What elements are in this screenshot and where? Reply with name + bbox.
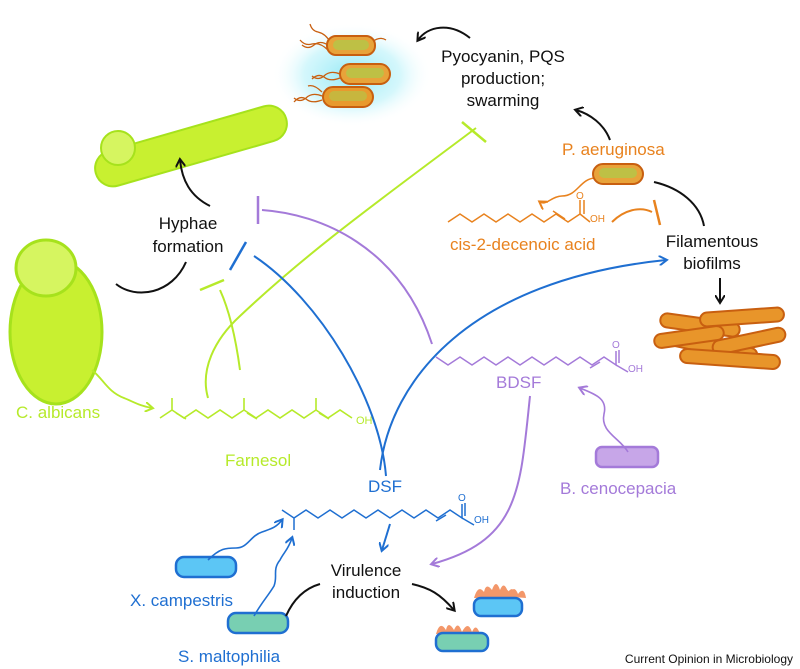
bdsf-oh: OH bbox=[628, 364, 643, 375]
arrow-dsf-to-filamentous bbox=[379, 260, 666, 471]
bdsf-label: BDSF bbox=[496, 373, 541, 392]
arrow-yeast-to-farnesol bbox=[91, 369, 152, 408]
farnesol-label: Farnesol bbox=[225, 451, 291, 470]
x-campestris-cell-icon bbox=[174, 520, 282, 579]
hyphae-label-line1: Hyphae bbox=[159, 214, 218, 233]
biofilm-rods-icon bbox=[653, 306, 787, 370]
virulence-label-line1: Virulence bbox=[331, 561, 402, 580]
dsf-structure bbox=[281, 503, 475, 530]
arrow-bdsf-to-virulence bbox=[432, 395, 531, 564]
farnesol-structure bbox=[159, 398, 353, 420]
arrow-pa-to-pyocyanin bbox=[576, 110, 611, 141]
p-aeruginosa-cell-icon bbox=[540, 163, 644, 203]
flaming-bacteria-icon bbox=[434, 584, 526, 653]
rod-bacteria-cluster-icon bbox=[272, 23, 432, 127]
arrow-pyocyanin-to-cluster bbox=[418, 26, 471, 40]
bdsf-structure bbox=[435, 350, 629, 373]
s-maltophilia-label: S. maltophilia bbox=[178, 647, 281, 666]
farnesol-oh: OH bbox=[356, 415, 373, 427]
virulence-label-line2: induction bbox=[332, 583, 400, 602]
dsf-o: O bbox=[458, 493, 466, 504]
yeast-cell-icon bbox=[8, 238, 104, 406]
c-albicans-label: C. albicans bbox=[16, 403, 100, 422]
pyocyanin-label-line3: swarming bbox=[467, 91, 540, 110]
arrow-dsf-to-virulence bbox=[382, 523, 391, 550]
p-aeruginosa-label: P. aeruginosa bbox=[562, 140, 665, 159]
dsf-oh: OH bbox=[474, 515, 489, 526]
arrow-hyphae-to-hypha bbox=[180, 160, 211, 207]
hyphae-label-line2: formation bbox=[153, 237, 224, 256]
arrow-virulence-to-flaming bbox=[411, 583, 454, 610]
arrow-yeast-to-hyphae bbox=[115, 261, 187, 294]
b-cenocepacia-label: B. cenocepacia bbox=[560, 479, 677, 498]
inhibit-bar-hyphae-blue bbox=[228, 241, 248, 271]
cis-acid-oh: OH bbox=[590, 214, 605, 225]
pyocyanin-label-line1: Pyocyanin, PQS bbox=[441, 47, 565, 66]
inhibit-dsf-to-hyphae bbox=[253, 255, 387, 477]
s-maltophilia-cell-icon bbox=[226, 538, 292, 635]
bdsf-o: O bbox=[612, 340, 620, 351]
inhibit-bar-pa bbox=[461, 121, 487, 143]
inhibit-bar-hyphae-green bbox=[199, 278, 225, 292]
cis-2-decenoic-acid-structure bbox=[447, 200, 591, 223]
inhibit-bar-cis-acid bbox=[652, 199, 662, 226]
cis-acid-o: O bbox=[576, 191, 584, 202]
arrow-pa-to-filamentous bbox=[653, 181, 705, 227]
pyocyanin-label-line2: production; bbox=[461, 69, 545, 88]
credit-label: Current Opinion in Microbiology bbox=[625, 652, 793, 666]
x-campestris-label: X. campestris bbox=[130, 591, 233, 610]
filamentous-label-line2: biofilms bbox=[683, 254, 741, 273]
cis-acid-label: cis-2-decenoic acid bbox=[450, 235, 596, 254]
inhibit-bdsf-to-hyphae bbox=[261, 209, 433, 345]
arrow-smalto-to-virulence bbox=[285, 583, 321, 617]
inhibit-cis-acid-biofilm bbox=[611, 208, 653, 223]
b-cenocepacia-cell-icon bbox=[580, 388, 660, 469]
filamentous-label-line1: Filamentous bbox=[666, 232, 759, 251]
dsf-label: DSF bbox=[368, 477, 402, 496]
hypha-icon bbox=[94, 104, 288, 188]
inhibit-farnesol-to-hyphae bbox=[219, 289, 241, 371]
inhibit-farnesol-to-pa bbox=[204, 127, 477, 399]
